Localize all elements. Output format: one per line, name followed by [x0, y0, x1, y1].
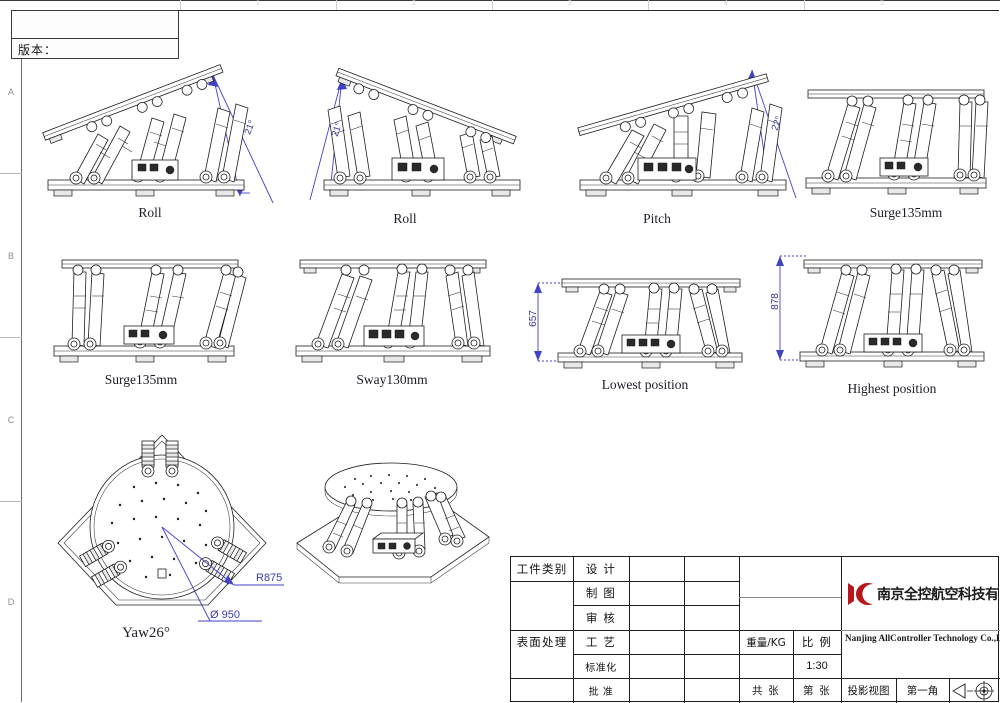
revision-box-divider [12, 38, 178, 39]
diameter-dimension-label: Ø 950 [210, 609, 240, 621]
zone-cell-a: A [0, 10, 22, 174]
tb-label-projection: 投影视图 [847, 685, 890, 697]
view-roll-1: 21° [40, 60, 274, 204]
view-surge-1-caption: Surge135mm [869, 205, 943, 220]
view-pitch-caption: Pitch [643, 211, 671, 226]
tb-divider-h2 [573, 605, 739, 606]
tb-label-workpiece-category: 工件类别 [516, 562, 568, 576]
tb-label-weight: 重量/KG [746, 636, 786, 649]
view-roll-2: 21° [300, 60, 530, 201]
view-roll-2-caption: Roll [393, 211, 417, 226]
zone-cell-c: C [0, 338, 22, 502]
zone-tick-label-2: 2 [412, 0, 416, 7]
lowest-position-dim: 657 [527, 310, 539, 327]
first-angle-projection-symbol [951, 681, 999, 701]
tb-label-scale: 比 例 [801, 635, 833, 649]
highest-position-dim: 878 [769, 293, 781, 310]
tb-label-process: 工 艺 [585, 635, 617, 649]
tb-value-projection-angle: 第一角 [906, 685, 939, 697]
view-iso [285, 445, 500, 585]
tb-divider-h7 [841, 630, 1000, 631]
zone-tick-label-3: 3 [568, 0, 572, 7]
tb-label-standardization: 标准化 [585, 662, 617, 674]
tb-label-design: 设 计 [585, 562, 617, 576]
tb-divider-h6 [739, 597, 841, 598]
zone-tick-label-4: 4 [724, 0, 728, 7]
view-highest-caption: Highest position [847, 381, 937, 396]
tb-divider-v5 [793, 630, 794, 703]
view-roll-1-caption: Roll [138, 205, 162, 220]
view-surge-2-caption: Surge135mm [104, 372, 178, 387]
view-sway-caption: Sway130mm [356, 372, 428, 387]
sheet-border-top [22, 10, 999, 11]
view-yaw-caption: Yaw26° [122, 625, 170, 641]
tb-label-sheet-total: 共 张 [752, 685, 780, 697]
tb-label-sheet-index: 第 张 [803, 685, 831, 697]
zone-column-left: A B C D [0, 10, 22, 702]
tb-label-surface-treatment: 表面处理 [516, 635, 568, 649]
zone-cell-b: B [0, 174, 22, 338]
company-name-english: Nanjing AllController Technology Co.,Ltd [845, 633, 1000, 643]
view-surge-1 [800, 82, 995, 200]
tb-divider-h3 [511, 630, 1000, 631]
company-name-chinese: 南京全控航空科技有限公司 [877, 587, 999, 603]
view-lowest-caption: Lowest position [601, 377, 689, 392]
tb-label-review: 审 核 [585, 610, 617, 625]
tb-divider-h5 [511, 678, 1000, 679]
tb-divider-h1 [511, 581, 739, 582]
tb-value-scale: 1:30 [806, 660, 828, 672]
allcontroller-logo-icon [848, 583, 873, 605]
view-sway [290, 250, 498, 368]
tb-label-approval: 批 准 [588, 687, 614, 698]
zone-tick-label-1: 1 [256, 0, 260, 7]
tb-value-weight [739, 654, 793, 678]
tb-label-drafting: 制 图 [585, 586, 617, 600]
title-block: 工件类别 表面处理 设 计 制 图 审 核 工 艺 标准化 批 准 重量/KG … [510, 556, 1000, 703]
view-lowest: 657 [527, 265, 750, 375]
tb-divider-v8 [949, 678, 950, 703]
revision-box: 版本： [11, 10, 179, 59]
radius-dimension-label: R875 [256, 572, 283, 584]
revision-label: 版本： [18, 43, 58, 57]
zone-tick-label-5: 5 [880, 0, 884, 7]
company-logo: 南京全控航空科技有限公司 [841, 558, 999, 630]
zone-cell-d: D [7, 597, 15, 607]
view-surge-2 [48, 250, 248, 368]
view-yaw: R875 Ø 950 [38, 425, 288, 625]
view-pitch: 22° [570, 58, 800, 200]
tb-divider-h4 [573, 654, 841, 655]
tb-divider-v7 [896, 678, 897, 703]
view-highest: 878 [762, 248, 987, 376]
